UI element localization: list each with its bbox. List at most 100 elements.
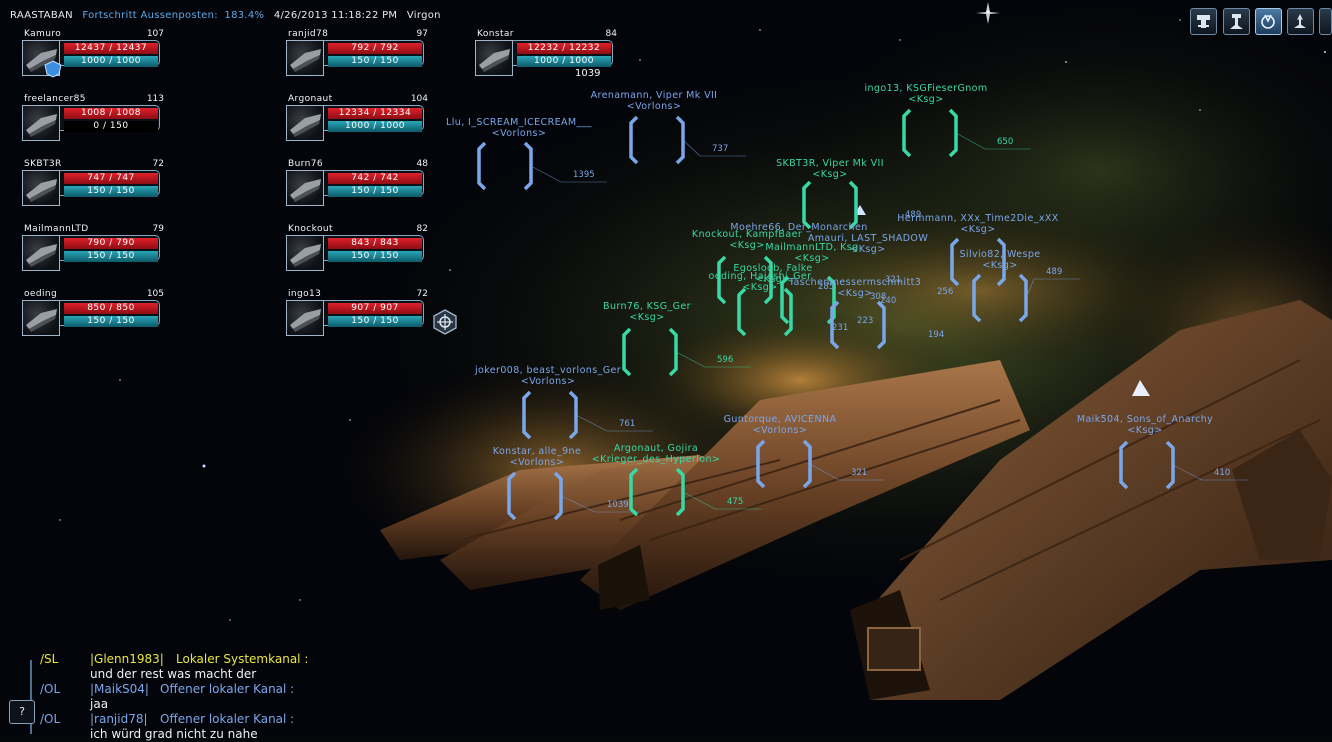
- target-bracket[interactable]: [802, 180, 858, 230]
- ship-portrait[interactable]: [286, 170, 324, 206]
- shield-bar: [64, 316, 158, 327]
- target-label[interactable]: oeding, Hajashi_Ger <Ksg>: [640, 271, 880, 293]
- target-label[interactable]: Guntorque, AVICENNA <Vorlons>: [660, 414, 900, 436]
- target-crosshair-icon[interactable]: [432, 309, 458, 335]
- target-bracket[interactable]: [717, 255, 773, 305]
- target-distance: 1039: [607, 500, 629, 510]
- ship-portrait[interactable]: [22, 105, 60, 141]
- target-distance: 1395: [573, 170, 595, 180]
- target-label[interactable]: SKBT3R, Viper Mk VII <Ksg>: [710, 158, 950, 180]
- ship-card[interactable]: oeding 105 850 / 850 150 / 150: [22, 289, 164, 336]
- ship-portrait[interactable]: [286, 235, 324, 271]
- ship-portrait[interactable]: [22, 235, 60, 271]
- chat-sender[interactable]: |Glenn1983|: [90, 652, 164, 666]
- ship-portrait[interactable]: [22, 40, 60, 76]
- ship-portrait[interactable]: [22, 300, 60, 336]
- target-label[interactable]: Maik504, Sons_of_Anarchy <Ksg>: [1025, 414, 1265, 436]
- target-bracket[interactable]: [737, 287, 793, 337]
- target-bracket-side: [802, 180, 812, 230]
- target-label[interactable]: Burn76, KSG_Ger <Ksg>: [527, 301, 767, 323]
- target-name: Llu, I_SCREAM_ICECREAM___: [446, 117, 592, 128]
- ship-portrait[interactable]: [286, 105, 324, 141]
- target-bracket[interactable]: [1119, 440, 1175, 490]
- ship-card[interactable]: ingo13 72 907 / 907 150 / 150: [286, 289, 428, 336]
- target-bracket-side: [1018, 273, 1028, 323]
- shield-text: 150 / 150: [351, 316, 399, 326]
- ship-icon: [26, 179, 57, 202]
- target-label[interactable]: Hermmann, XXx_Time2Die_xXX <Ksg>: [858, 213, 1098, 235]
- target-bracket[interactable]: [950, 237, 1006, 287]
- ship-card[interactable]: Burn76 48 742 / 742 150 / 150: [286, 159, 428, 206]
- hangar-icon: [1197, 15, 1210, 28]
- target-label[interactable]: Taschenmessermschmitt3 <Ksg>: [735, 277, 975, 299]
- target-label[interactable]: ingo13, KSGFieserGnom <Ksg>: [806, 83, 1046, 105]
- target-label[interactable]: Silvio82, Wespe <Ksg>: [880, 249, 1120, 271]
- ship-card[interactable]: Argonaut 104 12334 / 12334 1000 / 1000: [286, 94, 428, 141]
- target-bracket[interactable]: [477, 141, 533, 191]
- target-clan: <Ksg>: [629, 312, 665, 323]
- ship-card[interactable]: Kamuro 107 12437 / 12437 1000 / 1000: [22, 29, 164, 78]
- ship-pilot-name: Kamuro: [24, 29, 62, 39]
- target-bracket[interactable]: [902, 108, 958, 158]
- target-label[interactable]: Argonaut, Gojira <Krieger_des_Hyperion>: [536, 443, 776, 465]
- target-distance: 223: [857, 316, 874, 326]
- target-clan: <Vorlons>: [491, 128, 547, 139]
- target-label[interactable]: MailmannLTD, Ksg <Ksg>: [692, 242, 932, 264]
- fleet-button[interactable]: [1287, 8, 1314, 35]
- target-name: Arenamann, Viper Mk VII: [590, 90, 718, 101]
- target-label[interactable]: Knockout, KampfBaer <Ksg>: [627, 229, 867, 251]
- chat-message: und der rest was macht der: [90, 667, 257, 681]
- target-label[interactable]: Egosloob, Falke <Ksg>: [653, 263, 893, 285]
- target-label[interactable]: Llu, I_SCREAM_ICECREAM___ <Vorlons>: [399, 117, 639, 139]
- shield-text: 150 / 150: [87, 186, 135, 196]
- shield-text: 150 / 150: [87, 316, 135, 326]
- target-bracket-side: [523, 141, 533, 191]
- target-bracket[interactable]: [507, 471, 563, 521]
- target-clan: <Ksg>: [982, 260, 1018, 271]
- target-label[interactable]: joker008, beast_vorlons_Ger <Vorlons>: [428, 365, 668, 387]
- distance-leader-line: [809, 463, 885, 481]
- ship-portrait[interactable]: [475, 40, 513, 76]
- distance-leader-line: [575, 414, 653, 432]
- shield-text: 150 / 150: [351, 56, 399, 66]
- ship-pilot-name: MailmannLTD: [24, 224, 89, 234]
- target-bracket-side: [756, 439, 766, 489]
- ship-card[interactable]: Knockout 82 843 / 843 150 / 150: [286, 224, 428, 271]
- target-name: Amauri, LAST_SHADOW: [807, 233, 929, 244]
- ship-card[interactable]: SKBT3R 72 747 / 747 150 / 150: [22, 159, 164, 206]
- chat-sender[interactable]: |MaikS04|: [90, 682, 149, 696]
- chat-channel[interactable]: /OL: [40, 712, 61, 726]
- target-bracket[interactable]: [522, 390, 578, 440]
- target-label[interactable]: Konstar, alle_9ne <Vorlons>: [417, 446, 657, 468]
- ship-level: 84: [605, 29, 617, 39]
- ship-portrait[interactable]: [22, 170, 60, 206]
- ship-portrait[interactable]: [286, 300, 324, 336]
- ship-pilot-name: Knockout: [288, 224, 333, 234]
- target-bracket-side: [477, 141, 487, 191]
- ship-card[interactable]: ranjid78 97 792 / 792 150 / 150: [286, 29, 428, 76]
- ship-card[interactable]: freelancer85 113 1008 / 1008 0 / 150: [22, 94, 164, 141]
- hangar-button[interactable]: [1190, 8, 1217, 35]
- ship-card[interactable]: MailmannLTD 79 790 / 790 150 / 150: [22, 224, 164, 271]
- ship-portrait[interactable]: [286, 40, 324, 76]
- target-bracket-side: [629, 115, 639, 165]
- target-label[interactable]: Moehre66, Der_Monarchen: [679, 222, 919, 233]
- chat-channel[interactable]: /SL: [40, 652, 59, 666]
- shield-text: 1000 / 1000: [344, 121, 406, 131]
- target-bracket[interactable]: [830, 300, 886, 350]
- target-label[interactable]: Amauri, LAST_SHADOW <Ksg>: [748, 233, 988, 255]
- chat-channel[interactable]: /OL: [40, 682, 61, 696]
- target-distance: 256: [937, 287, 954, 297]
- target-label[interactable]: Arenamann, Viper Mk VII <Vorlons>: [534, 90, 774, 112]
- ship-level: 48: [416, 159, 428, 169]
- target-bracket[interactable]: [629, 467, 685, 517]
- chat-sender[interactable]: |ranjid78|: [90, 712, 148, 726]
- distance-leader-line: [682, 491, 761, 510]
- map-button[interactable]: [1255, 8, 1282, 35]
- station-button[interactable]: [1223, 8, 1250, 35]
- target-distance: 231: [832, 323, 849, 333]
- target-bracket-side: [675, 115, 685, 165]
- help-button[interactable]: ?: [9, 700, 35, 724]
- target-name: Moehre66, Der_Monarchen: [730, 222, 868, 233]
